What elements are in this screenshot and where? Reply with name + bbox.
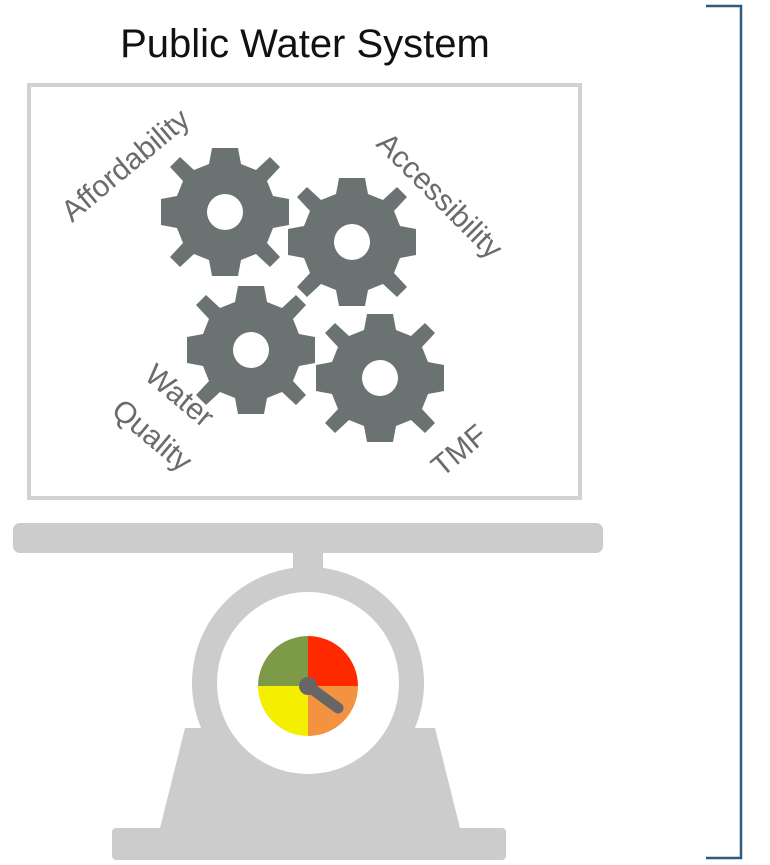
gauge-red-segment [308, 636, 358, 686]
gauge-icon [258, 636, 358, 736]
bracket-icon [706, 4, 743, 860]
page-title: Public Water System [120, 22, 490, 66]
scale-foot [112, 828, 506, 860]
gauge-green-segment [258, 636, 308, 686]
scale-platform [13, 523, 603, 553]
gauge-hub [299, 677, 317, 695]
gauge-yellow-segment [258, 686, 308, 736]
